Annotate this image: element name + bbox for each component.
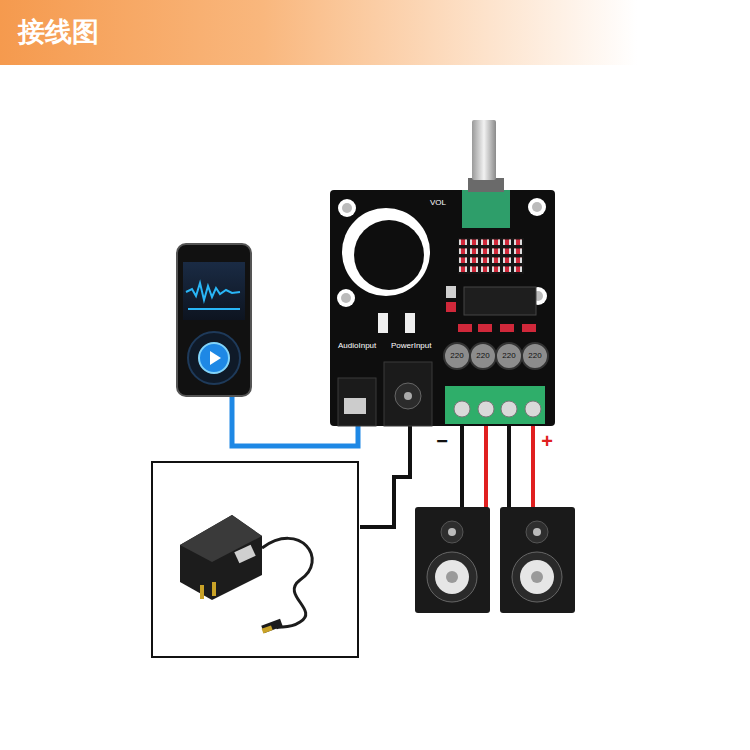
title-banner [0, 0, 750, 65]
amplifier-board: VOL AudioInput PowerInput [330, 190, 555, 426]
port-label: AudioInput [338, 342, 376, 350]
power-wire [360, 426, 410, 527]
speaker-wire [460, 422, 464, 508]
capacitor-value: 220 [528, 352, 541, 360]
speaker [500, 507, 575, 613]
capacitor-value: 220 [502, 352, 515, 360]
speaker [415, 507, 490, 613]
speaker-wire [531, 422, 535, 508]
pot-label: VOL [430, 199, 446, 207]
mp3-player [177, 244, 251, 396]
capacitor-value: 220 [476, 352, 489, 360]
speaker-wire [507, 422, 511, 508]
port-label: PowerInput [391, 342, 431, 350]
title: 接线图 [18, 14, 99, 50]
polarity-sign: + [541, 431, 553, 451]
amplifier-board [330, 120, 555, 426]
capacitor-value: 220 [450, 352, 463, 360]
power-adapter [152, 462, 358, 657]
speaker-wire [484, 422, 488, 508]
polarity-sign: − [436, 431, 448, 451]
